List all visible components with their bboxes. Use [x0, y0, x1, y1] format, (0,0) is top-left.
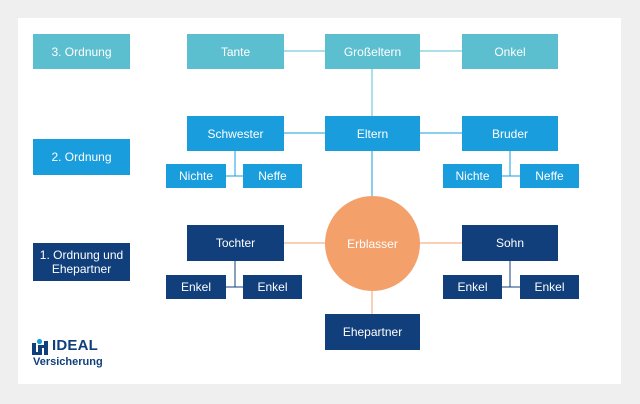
node-onkel: Onkel [462, 34, 558, 69]
node-enkel-2: Enkel [243, 275, 302, 299]
order-label-second: 2. Ordnung [33, 139, 130, 175]
logo-brand: IDEAL [52, 337, 98, 354]
node-grosseltern: Großeltern [325, 34, 420, 69]
node-nichte-right: Nichte [443, 164, 502, 188]
node-nichte-left: Nichte [166, 164, 226, 188]
node-sohn: Sohn [462, 225, 558, 261]
node-enkel-4: Enkel [520, 275, 579, 299]
logo-subtitle: Versicherung [33, 356, 103, 368]
diagram-card [18, 18, 621, 384]
node-eltern: Eltern [325, 116, 420, 151]
node-ehepartner: Ehepartner [325, 314, 420, 350]
node-enkel-3: Enkel [443, 275, 502, 299]
order-label-third: 3. Ordnung [33, 34, 130, 69]
node-bruder: Bruder [462, 116, 558, 151]
node-neffe-left: Neffe [243, 164, 302, 188]
node-schwester: Schwester [187, 116, 284, 151]
order-label-first: 1. Ordnung und Ehepartner [33, 243, 130, 281]
node-tochter: Tochter [187, 225, 284, 261]
node-tante: Tante [187, 34, 284, 69]
ideal-logo-icon [32, 338, 48, 355]
node-enkel-1: Enkel [166, 275, 226, 299]
node-neffe-right: Neffe [520, 164, 579, 188]
node-erblasser: Erblasser [325, 196, 420, 291]
